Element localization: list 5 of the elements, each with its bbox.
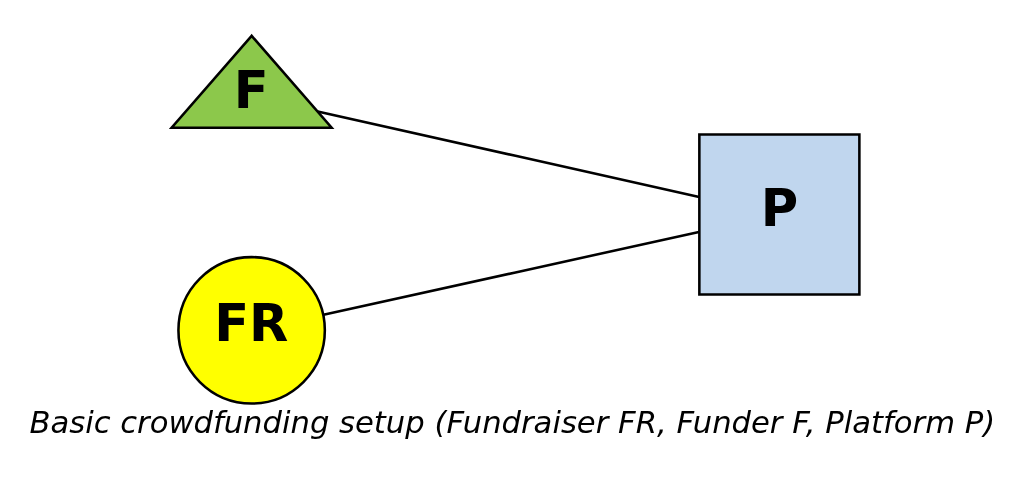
connector xyxy=(317,110,700,199)
node-box: P xyxy=(698,133,861,296)
caption: Basic crowdfunding setup (Fundraiser FR, Funder F, Platform P) xyxy=(29,405,996,441)
connector xyxy=(323,230,700,317)
node-circle: FR xyxy=(177,255,327,405)
